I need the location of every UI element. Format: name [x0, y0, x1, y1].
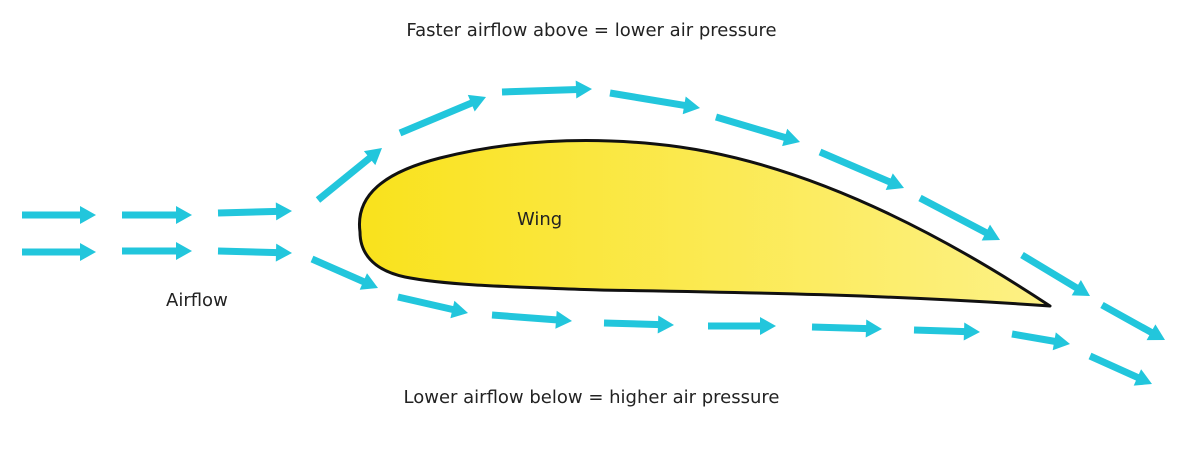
airflow-arrowhead: [275, 202, 292, 221]
airflow-arrowhead: [963, 322, 980, 341]
airflow-arrow-shaft: [491, 311, 559, 324]
airflow-arrowhead: [782, 128, 800, 147]
airflow-arrow-shaft: [398, 99, 475, 137]
airflow-arrowhead: [555, 310, 572, 329]
airflow-arrowhead: [1071, 280, 1090, 296]
airflow-arrow-shaft: [603, 319, 661, 329]
airflow-arrow-shaft: [811, 323, 869, 333]
airflow-arrowhead: [682, 96, 700, 115]
airflow-arrow-shaft: [310, 255, 367, 286]
airflow-arrowhead: [450, 300, 468, 319]
airflow-arrowhead: [575, 80, 592, 99]
airflow-arrowhead: [1146, 324, 1165, 341]
airflow-arrow-shaft: [609, 89, 687, 110]
airflow-arrowhead: [657, 315, 674, 334]
airflow-arrow-shaft: [913, 326, 967, 336]
airflow-arrowhead: [176, 206, 192, 224]
airflow-arrowhead: [80, 206, 96, 224]
airflow-arrow-shaft: [918, 194, 990, 237]
bottom-caption: Lower airflow below = higher air pressur…: [403, 387, 780, 408]
airflow-arrowhead: [80, 243, 96, 261]
airflow-arrow-shaft: [1088, 352, 1141, 382]
airflow-arrow-shaft: [397, 293, 456, 314]
top-caption: Faster airflow above = lower air pressur…: [406, 20, 777, 41]
airflow-arrow-shaft: [217, 247, 279, 257]
wing-shape: [357, 139, 1052, 308]
airflow-label: Airflow: [166, 290, 228, 311]
airflow-arrow-shaft: [818, 148, 893, 186]
airflow-arrowhead: [359, 273, 378, 290]
airflow-arrow-shaft: [501, 85, 579, 96]
airflow-arrow-shaft: [1011, 330, 1057, 346]
airflow-arrowhead: [275, 243, 292, 262]
airflow-arrow-shaft: [315, 154, 374, 203]
airflow-arrows: [22, 80, 1165, 386]
airflow-arrowhead: [1052, 332, 1070, 351]
airflow-arrowhead: [176, 242, 192, 260]
airflow-arrow-shaft: [1100, 301, 1155, 337]
airflow-arrow-shaft: [1020, 252, 1080, 292]
wing-label: Wing: [517, 209, 563, 230]
airflow-arrow-shaft: [217, 207, 279, 217]
airflow-arrowhead: [467, 94, 486, 112]
airflow-arrowhead: [363, 148, 382, 166]
airflow-arrowhead: [865, 319, 882, 338]
airflow-arrowhead: [885, 173, 904, 190]
airflow-arrowhead: [981, 224, 1000, 241]
airflow-arrowhead: [1133, 369, 1152, 386]
airflow-arrow-shaft: [715, 113, 788, 142]
airflow-arrowhead: [760, 317, 776, 335]
